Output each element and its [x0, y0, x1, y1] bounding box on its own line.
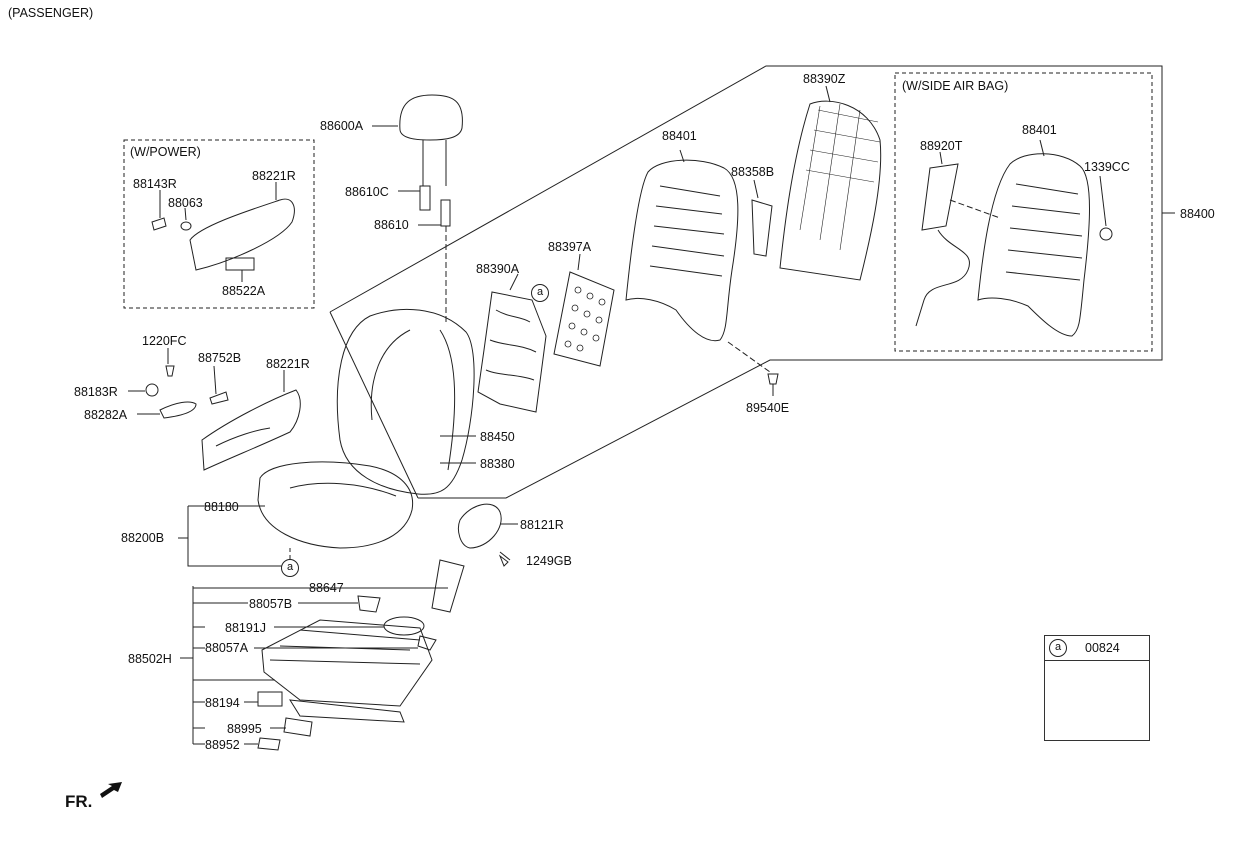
side-airbag-box — [894, 72, 1153, 352]
part-label-88143R: 88143R — [133, 177, 177, 191]
part-label-88502H: 88502H — [128, 652, 172, 666]
backrest-group-outline-left — [329, 311, 419, 499]
part-label-88920T: 88920T — [920, 139, 963, 153]
part-label-88952: 88952 — [205, 738, 240, 752]
part-label-88221R: 88221R — [266, 357, 310, 371]
callout-box-00824: a 00824 — [1044, 635, 1150, 741]
strip-88647 — [431, 559, 465, 613]
switch-88522A — [225, 257, 255, 271]
part-label-88390Z: 88390Z — [803, 72, 846, 86]
part-label-1249GB: 1249GB — [526, 554, 572, 568]
part-label-88221R-power: 88221R — [252, 169, 296, 183]
callout-circle-a: a — [1049, 639, 1067, 657]
side-airbag-header: (W/SIDE AIR BAG) — [902, 79, 1009, 93]
part-label-88400: 88400 — [1180, 207, 1215, 221]
knob-88183R — [145, 383, 159, 397]
lever-88752B — [209, 391, 229, 405]
part-label-88522A: 88522A — [222, 284, 266, 298]
part-label-88282A: 88282A — [84, 408, 128, 422]
passenger-header: (PASSENGER) — [8, 6, 94, 20]
side-cover-88221R — [201, 389, 301, 471]
circle-ref-a-cushion: a — [281, 559, 299, 577]
callout-part-number: 00824 — [1085, 641, 1120, 655]
bracket-88358B — [751, 199, 773, 257]
part-88194 — [257, 691, 283, 707]
part-label-88752B: 88752B — [198, 351, 242, 365]
part-label-88390A: 88390A — [476, 262, 520, 276]
part-label-88647: 88647 — [309, 581, 344, 595]
part-label-88600A: 88600A — [320, 119, 364, 133]
lever-88282A — [159, 401, 197, 419]
part-label-88121R: 88121R — [520, 518, 564, 532]
callout-header: a 00824 — [1045, 636, 1149, 661]
bolt-89540E — [767, 373, 779, 385]
nut-1339CC — [1099, 227, 1113, 241]
part-88995 — [283, 717, 313, 737]
part-label-1339CC: 1339CC — [1084, 160, 1130, 174]
motor-88191J — [383, 616, 425, 636]
part-label-88200B: 88200B — [121, 531, 165, 545]
part-label-88358B: 88358B — [731, 165, 775, 179]
part-label-88380: 88380 — [480, 457, 515, 471]
part-label-88397A: 88397A — [548, 240, 592, 254]
part-label-88057B: 88057B — [249, 597, 293, 611]
seat-track-frame — [261, 619, 433, 707]
w-power-box — [123, 139, 315, 309]
back-frame-88401 — [625, 159, 739, 342]
side-shield-88121R — [457, 503, 502, 549]
headrest-shape — [399, 94, 463, 141]
backrest-group-outline — [329, 65, 1163, 499]
part-label-88610C: 88610C — [345, 185, 389, 199]
part-88952 — [257, 737, 281, 751]
part-label-88194: 88194 — [205, 696, 240, 710]
part-label-88180: 88180 — [204, 500, 239, 514]
seat-back-cushion — [336, 308, 475, 495]
part-label-88610: 88610 — [374, 218, 409, 232]
part-88057B — [357, 595, 381, 613]
airbag-88920T — [921, 163, 959, 231]
part-label-88450: 88450 — [480, 430, 515, 444]
mat-88397A — [553, 271, 615, 367]
part-label-88183R: 88183R — [74, 385, 118, 399]
part-label-88057A: 88057A — [205, 641, 249, 655]
back-panel-88390Z — [779, 100, 882, 281]
part-label-88063: 88063 — [168, 196, 203, 210]
seat-cushion-88180 — [257, 461, 414, 549]
part-label-88191J: 88191J — [225, 621, 267, 635]
bolt-1220FC — [165, 365, 175, 377]
knob-88063 — [180, 221, 192, 231]
screw-1249GB — [498, 554, 509, 567]
switch-cover-88221R-power — [189, 198, 295, 271]
front-label: FR. — [65, 792, 93, 811]
back-frame-airbag — [977, 153, 1090, 337]
part-label-89540E: 89540E — [746, 401, 790, 415]
w-power-header: (W/POWER) — [130, 145, 201, 159]
part-label-88995: 88995 — [227, 722, 262, 736]
circle-ref-a-backrest: a — [531, 284, 549, 302]
guide-88610 — [440, 199, 451, 227]
part-88057A — [417, 635, 437, 651]
part-label-1220FC: 1220FC — [142, 334, 187, 348]
knob-88143R — [151, 217, 167, 231]
part-label-88401: 88401 — [662, 129, 697, 143]
pad-88390A — [477, 291, 547, 413]
guide-88610C — [419, 185, 431, 211]
front-arrow-shape — [100, 782, 122, 798]
part-label-88401-airbag: 88401 — [1022, 123, 1057, 137]
